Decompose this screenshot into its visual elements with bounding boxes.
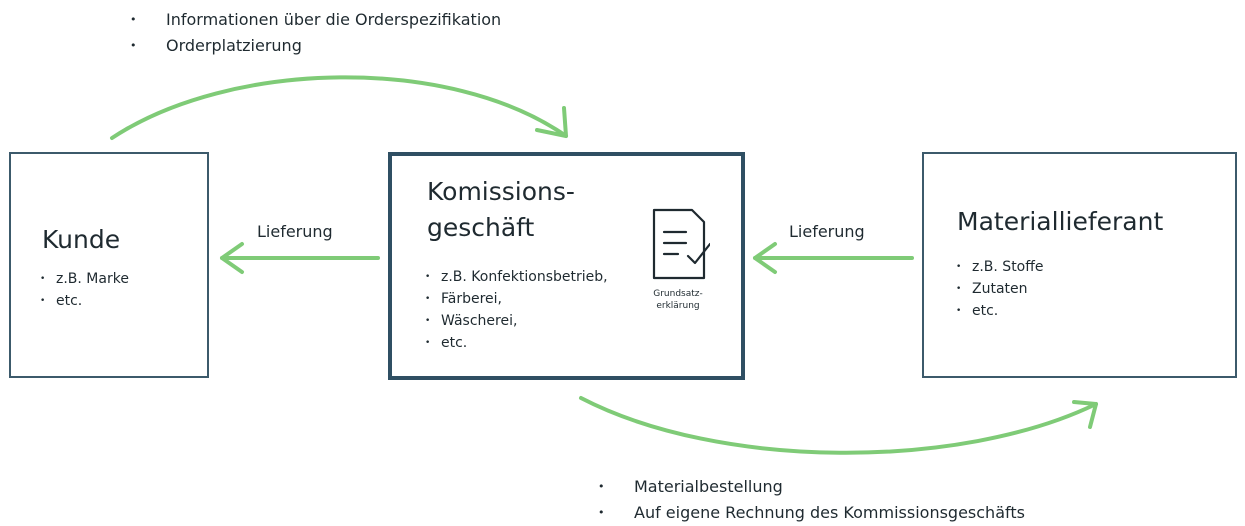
material-list: z.B. Stoffe Zutaten etc. bbox=[954, 256, 1044, 322]
kommission-list-item: Färberei, bbox=[423, 288, 608, 310]
kommission-list-item: z.B. Konfektionsbetrieb, bbox=[423, 266, 608, 288]
material-title: Materiallieferant bbox=[957, 207, 1164, 236]
box-kunde: Kunde z.B. Marke etc. bbox=[9, 152, 209, 378]
arrow-material-curve bbox=[579, 396, 1098, 455]
kunde-title: Kunde bbox=[42, 225, 121, 254]
arrow-order-head bbox=[535, 106, 568, 138]
material-note-item: Materialbestellung bbox=[594, 474, 1025, 500]
order-note-item: Informationen über die Orderspezifikatio… bbox=[126, 7, 501, 33]
kommission-title-line: geschäft bbox=[427, 213, 535, 242]
kommission-list-item: Wäscherei, bbox=[423, 310, 608, 332]
kunde-list-item: etc. bbox=[38, 290, 129, 312]
material-notes: Materialbestellung Auf eigene Rechnung d… bbox=[594, 474, 1025, 526]
order-note-item: Orderplatzierung bbox=[126, 33, 501, 59]
arrow-delivery-left-head bbox=[220, 242, 244, 274]
kommission-title: Komissions- geschäft bbox=[427, 176, 575, 248]
kommission-title-line: Komissions- bbox=[427, 177, 575, 206]
kommission-list: z.B. Konfektionsbetrieb, Färberei, Wäsch… bbox=[423, 266, 608, 354]
order-notes: Informationen über die Orderspezifikatio… bbox=[126, 7, 501, 59]
kunde-list-item: z.B. Marke bbox=[38, 268, 129, 290]
box-kommissionsgeschaeft: Komissions- geschäft z.B. Konfektionsbet… bbox=[388, 152, 745, 380]
arrow-material-head bbox=[1072, 400, 1098, 429]
box-materiallieferant: Materiallieferant z.B. Stoffe Zutaten et… bbox=[922, 152, 1237, 378]
document-caption-line: erklärung bbox=[656, 301, 700, 311]
document-caption: Grundsatz- erklärung bbox=[640, 288, 716, 312]
kunde-list: z.B. Marke etc. bbox=[38, 268, 129, 312]
material-list-item: Zutaten bbox=[954, 278, 1044, 300]
material-list-item: etc. bbox=[954, 300, 1044, 322]
document-check-icon bbox=[652, 208, 710, 280]
kommission-list-item: etc. bbox=[423, 332, 608, 354]
material-list-item: z.B. Stoffe bbox=[954, 256, 1044, 278]
arrow-delivery-right-head bbox=[753, 242, 777, 274]
document-caption-line: Grundsatz- bbox=[653, 289, 703, 299]
arrow-order-curve bbox=[110, 75, 568, 140]
delivery-label-left: Lieferung bbox=[257, 222, 333, 241]
delivery-label-right: Lieferung bbox=[789, 222, 865, 241]
material-note-item: Auf eigene Rechnung des Kommissionsgesch… bbox=[594, 500, 1025, 526]
